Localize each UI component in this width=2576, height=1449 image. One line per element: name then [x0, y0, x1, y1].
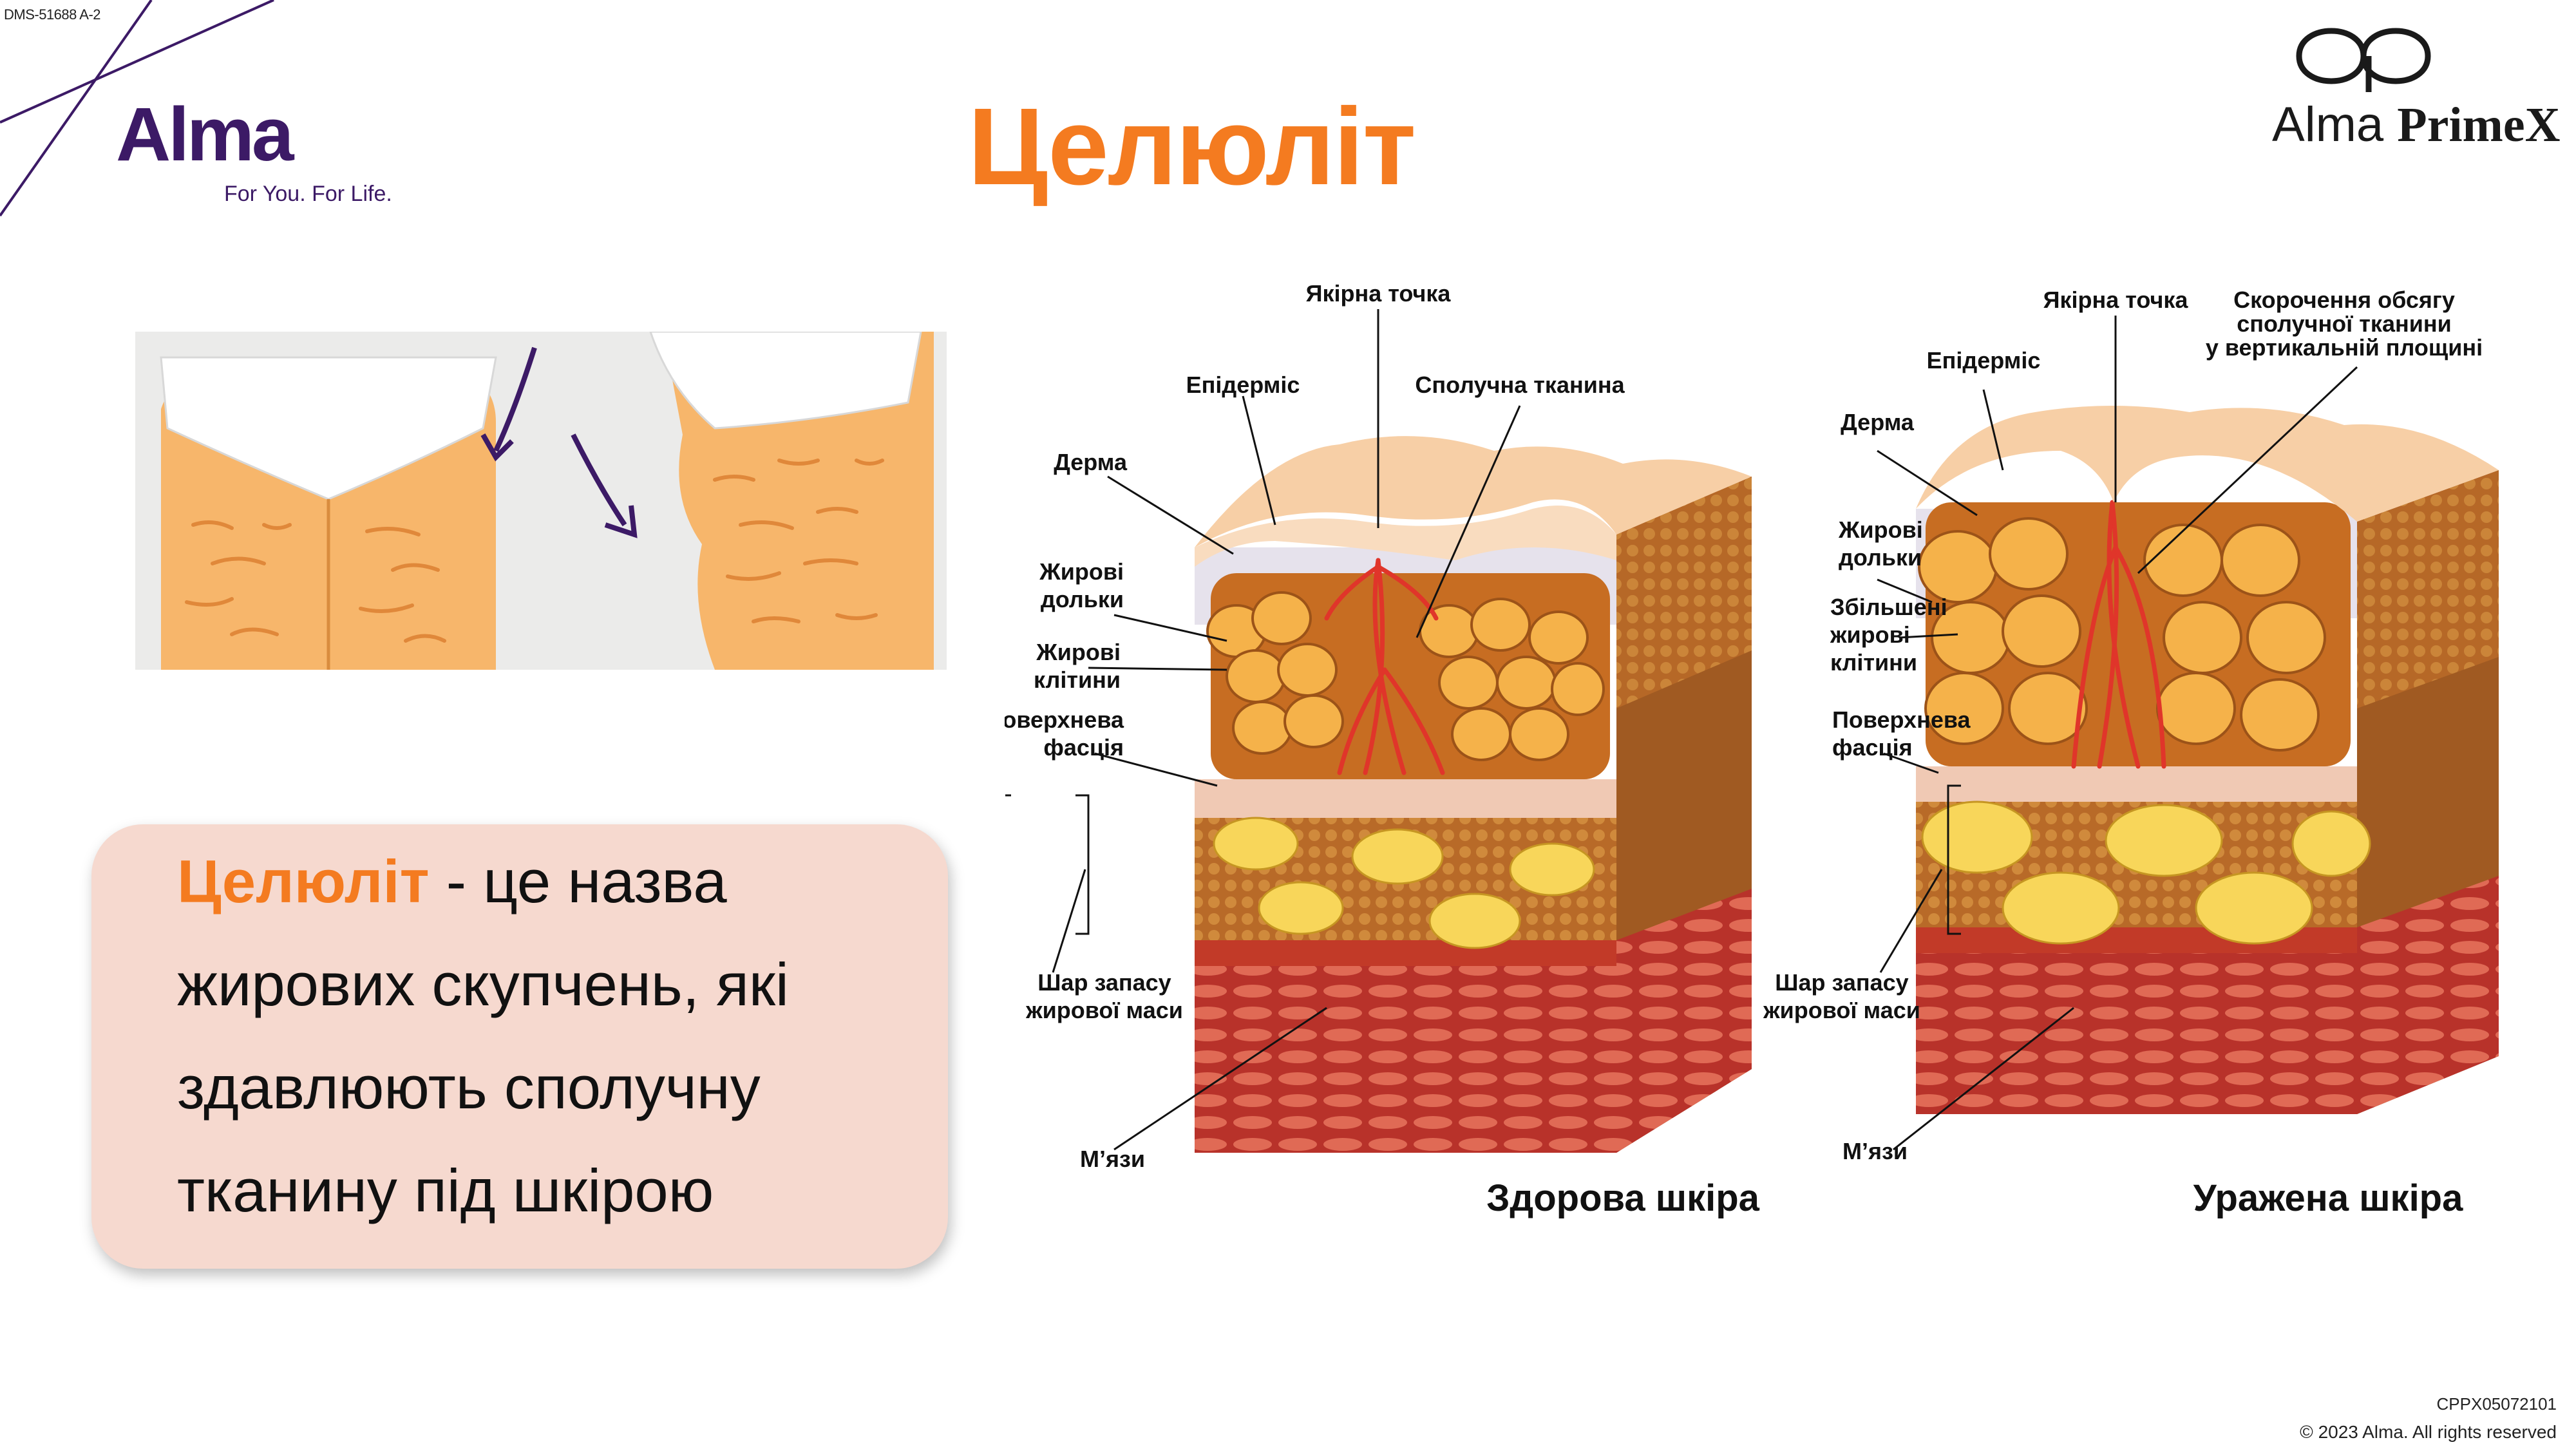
healthy-label-reserve-1: Шар запасу: [1037, 969, 1171, 996]
primex-alma-word: Alma: [2272, 97, 2383, 152]
affected-label-enlarged-1: Збільшені: [1830, 594, 1947, 620]
cellulite-illustration: [135, 332, 947, 670]
infinity-loop-icon: [2235, 16, 2570, 93]
primex-wordmark: Alma PrimeX: [2272, 97, 2560, 153]
affected-label-dermis: Дерма: [1841, 409, 1915, 435]
definition-line-1: Целюліт - це назва: [177, 847, 727, 916]
affected-label-enlarged-2: жирові: [1830, 621, 1910, 648]
affected-label-fat-lobules-2: дольки: [1839, 544, 1922, 571]
healthy-label-epidermis: Епідерміс: [1186, 372, 1300, 398]
definition-box: Целюліт - це назва жирових скупчень, які…: [91, 824, 948, 1269]
affected-label-reserve-1: Шар запасу: [1775, 969, 1908, 996]
affected-label-enlarged-3: клітини: [1830, 649, 1917, 676]
alma-primex-logo: Alma PrimeX: [2235, 16, 2570, 158]
footer-copyright: © 2023 Alma. All rights reserved: [2300, 1422, 2557, 1443]
healthy-label-fascia-1: Поверхнева: [1005, 706, 1124, 733]
affected-label-shortening-1: Скорочення обсягу: [2233, 287, 2455, 313]
affected-label-reserve-2: жирової маси: [1763, 997, 1920, 1023]
healthy-label-reserve-2: жирової маси: [1025, 997, 1183, 1023]
healthy-label-connective-tissue: Сполучна тканина: [1415, 372, 1625, 398]
affected-skin-caption: Уражена шкіра: [2193, 1177, 2463, 1219]
definition-line-3: здавлюють сполучну: [177, 1053, 761, 1122]
healthy-label-fat-lobules-2: дольки: [1041, 586, 1124, 612]
page-title: Целюліт: [0, 84, 2383, 210]
healthy-label-muscles: М’язи: [1080, 1146, 1145, 1172]
affected-skin-block: [1916, 406, 2499, 1114]
definition-line-2: жирових скупчень, які: [177, 950, 789, 1019]
document-code: DMS-51688 A-2: [4, 6, 100, 23]
affected-label-anchor-point: Якірна точка: [2043, 287, 2189, 313]
affected-label-fascia-2: фасція: [1832, 734, 1913, 761]
affected-label-shortening-2: сполучної тканини: [2237, 310, 2451, 337]
healthy-label-fat-cells-2: клітини: [1034, 667, 1121, 693]
healthy-label-anchor-point: Якірна точка: [1306, 280, 1452, 307]
healthy-label-dermis: Дерма: [1054, 449, 1128, 475]
healthy-skin-caption: Здорова шкіра: [1486, 1177, 1760, 1219]
skin-cross-section-diagram: Якірна точка Епідерміс Сполучна тканина …: [1005, 258, 2576, 1262]
affected-label-muscles: М’язи: [1842, 1138, 1908, 1164]
healthy-skin-block: [1195, 436, 1752, 1153]
affected-label-fat-lobules-1: Жирові: [1838, 516, 1923, 543]
healthy-label-fat-lobules-1: Жирові: [1039, 558, 1124, 585]
healthy-label-fascia-2: фасція: [1043, 734, 1124, 761]
affected-label-shortening-3: у вертикальній площині: [2206, 334, 2483, 361]
definition-keyword: Целюліт: [177, 848, 430, 915]
definition-line-4: тканину під шкірою: [177, 1156, 714, 1226]
healthy-label-fat-cells-1: Жирові: [1036, 639, 1121, 665]
affected-label-fascia-1: Поверхнева: [1832, 706, 1971, 733]
footer-code: CPPX05072101: [2437, 1394, 2557, 1414]
definition-line-1-text: - це назва: [430, 848, 727, 915]
primex-name-word: PrimeX: [2397, 98, 2560, 152]
affected-label-epidermis: Епідерміс: [1927, 347, 2041, 374]
